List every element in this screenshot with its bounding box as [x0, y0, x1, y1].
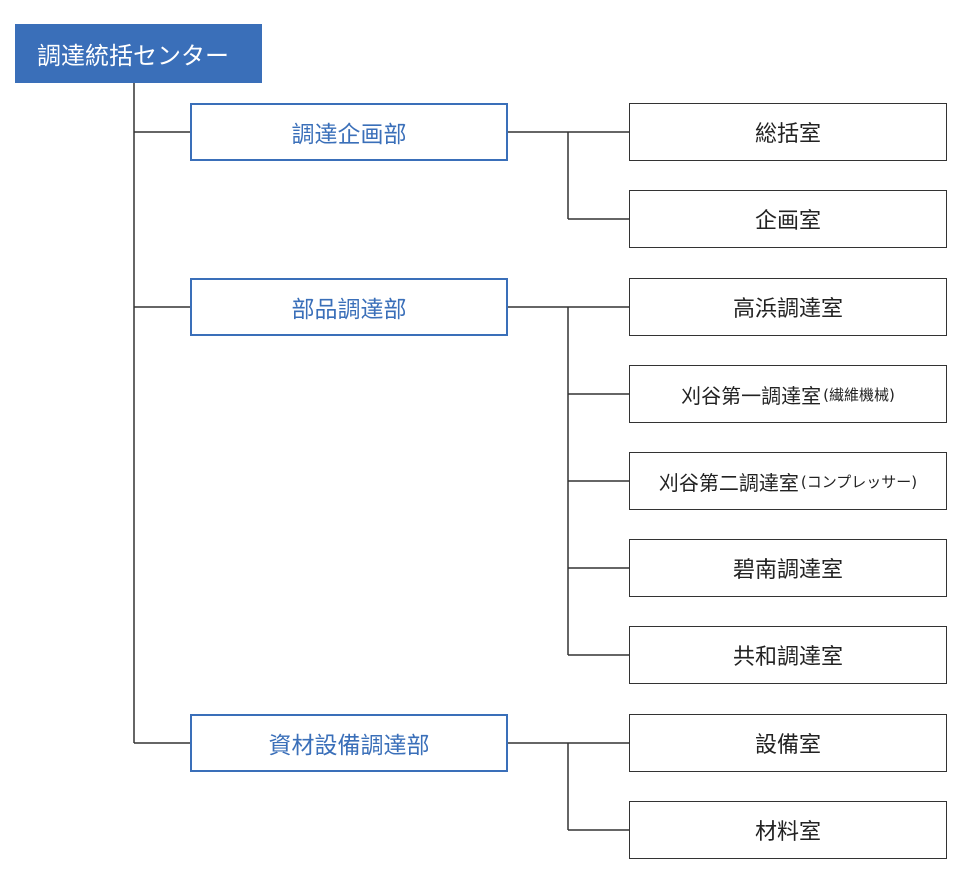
office-label: 碧南調達室: [732, 558, 843, 583]
office-sublabel: (繊維機械): [823, 385, 895, 404]
office-label: 材料室: [754, 820, 821, 845]
office-label: 刈谷第一調達室: [681, 383, 822, 408]
dept-node-materials: 資材設備調達部: [190, 714, 508, 772]
dept-label: 調達企画部: [291, 122, 407, 148]
office-node: 材料室: [629, 801, 947, 859]
root-node: 調達統括センター: [15, 24, 262, 83]
office-sublabel: (コンプレッサー): [800, 472, 918, 491]
office-label: 企画室: [754, 209, 821, 234]
office-node: 総括室: [629, 103, 947, 161]
dept-label: 資材設備調達部: [268, 733, 430, 759]
office-label: 設備室: [754, 733, 821, 758]
root-label: 調達統括センター: [37, 42, 229, 70]
office-node: 碧南調達室: [629, 539, 947, 597]
office-label: 刈谷第二調達室: [658, 470, 799, 495]
office-node: 高浜調達室: [629, 278, 947, 336]
office-node: 共和調達室: [629, 626, 947, 684]
office-label: 共和調達室: [732, 645, 843, 670]
office-node: 刈谷第一調達室(繊維機械): [629, 365, 947, 423]
office-node: 企画室: [629, 190, 947, 248]
dept-node-parts: 部品調達部: [190, 278, 508, 336]
office-label: 高浜調達室: [732, 297, 843, 322]
office-label: 総括室: [754, 122, 821, 147]
office-node: 設備室: [629, 714, 947, 772]
dept-label: 部品調達部: [291, 297, 407, 323]
dept-node-planning: 調達企画部: [190, 103, 508, 161]
office-node: 刈谷第二調達室(コンプレッサー): [629, 452, 947, 510]
